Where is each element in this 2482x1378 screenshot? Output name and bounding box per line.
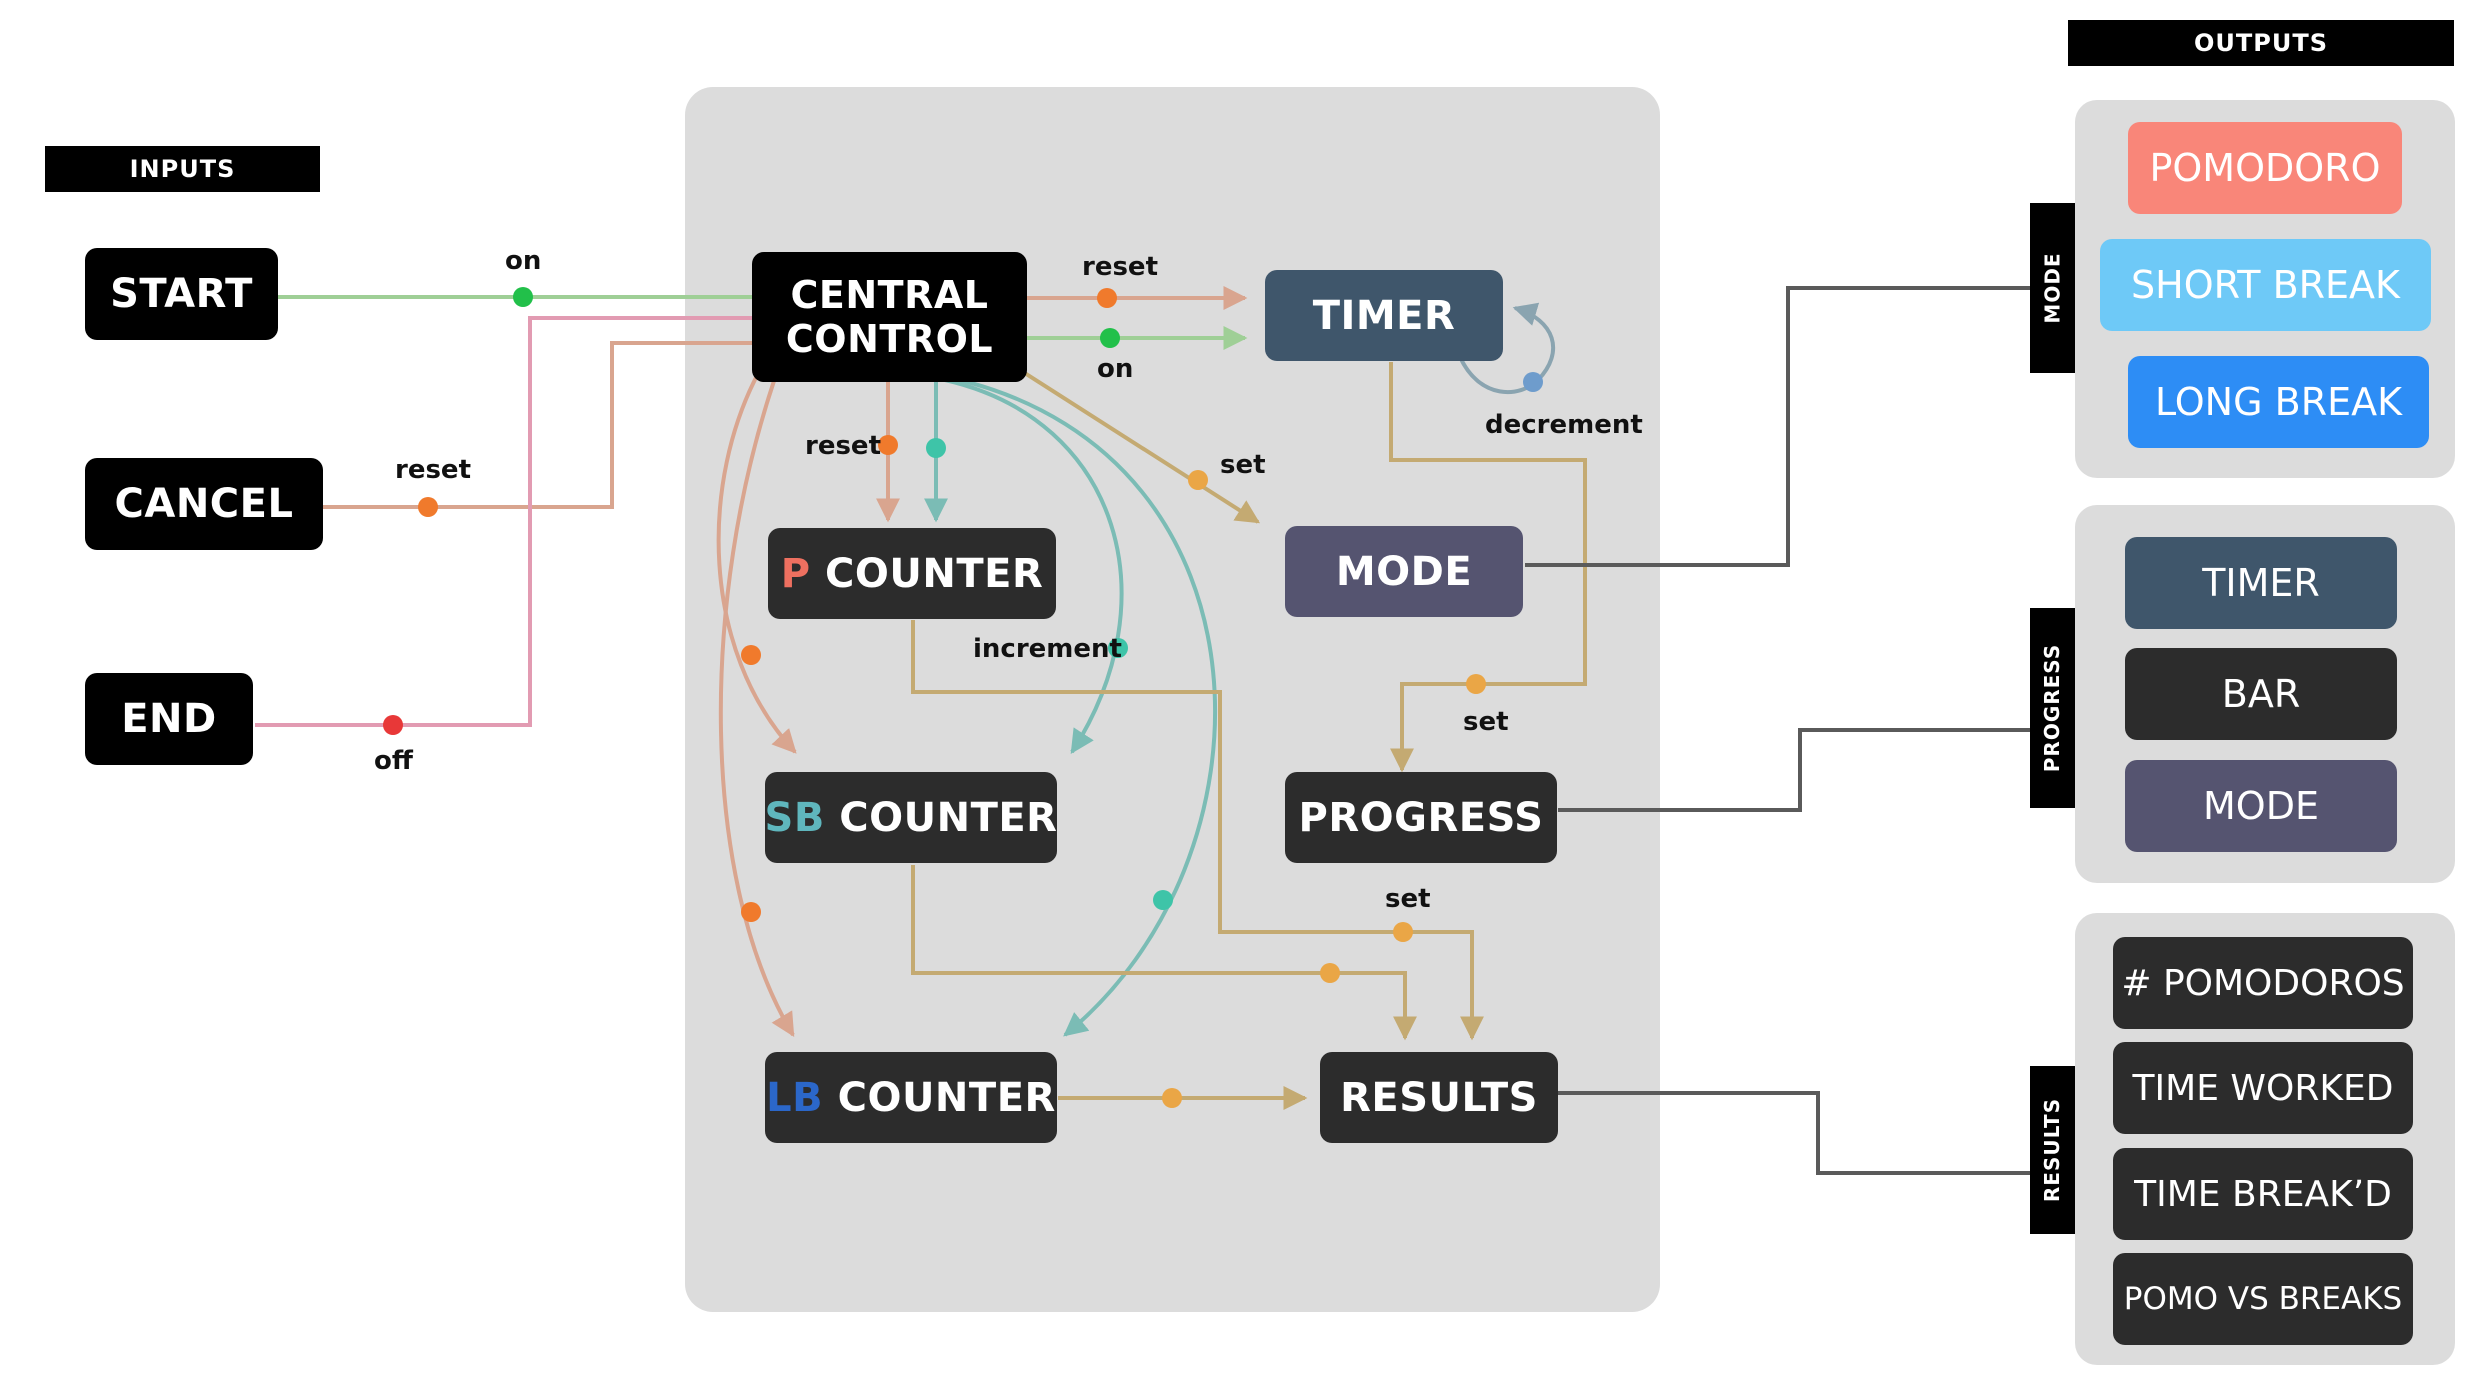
counter-reset-label: reset [805, 431, 881, 461]
progress-output-tab: PROGRESS [2030, 608, 2075, 808]
mode-output-edge [1525, 286, 2030, 567]
decrement-dot [1523, 372, 1543, 392]
results-set-dot [1393, 922, 1413, 942]
start-on-label: on [505, 246, 542, 276]
control-panel [685, 87, 1660, 1312]
output-mode[interactable]: MODE [2125, 760, 2397, 852]
output-time-breakd[interactable]: TIME BREAK’D [2113, 1148, 2413, 1240]
sb-reset-dot [741, 645, 761, 665]
central-sbcounter-teal-edge [944, 378, 1124, 755]
mode-tab-label: MODE [2040, 252, 2065, 324]
end-off-dot [383, 715, 403, 735]
start-input[interactable]: START [85, 248, 278, 340]
end-input[interactable]: END [85, 673, 253, 765]
lb-reset-dot [741, 902, 761, 922]
counter-teal-dot [926, 438, 946, 458]
start-on-dot [513, 287, 533, 307]
central-on-dot [1100, 328, 1120, 348]
cancel-reset-label: reset [395, 455, 471, 485]
inputs-header: INPUTS [45, 146, 320, 192]
timer-node[interactable]: TIMER [1265, 270, 1503, 361]
sb-results-dot [1320, 963, 1340, 983]
output-pomo-vs-breaks[interactable]: POMO VS BREAKS [2113, 1253, 2413, 1345]
output-timer[interactable]: TIMER [2125, 537, 2397, 629]
cancel-input[interactable]: CANCEL [85, 458, 323, 550]
cancel-reset-edge [322, 341, 755, 509]
results-tab-label: RESULTS [2040, 1097, 2065, 1203]
sbcounter-results-edge [911, 865, 1417, 1041]
mode-set-label: set [1220, 450, 1266, 480]
sb-counter-prefix: SB [764, 794, 825, 841]
outputs-header: OUTPUTS [2068, 20, 2454, 66]
cancel-reset-dot [418, 497, 438, 517]
end-off-edge [255, 316, 755, 727]
pcounter-results-edge [911, 620, 1484, 1041]
output-pomodoro[interactable]: POMODORO [2128, 122, 2402, 214]
increment-label: increment [973, 634, 1122, 664]
output-time-worked[interactable]: TIME WORKED [2113, 1042, 2413, 1134]
central-lbcounter-reset-edge [718, 377, 795, 1038]
results-output-tab: RESULTS [2030, 1066, 2075, 1234]
mode-set-dot [1188, 470, 1208, 490]
progress-tab-label: PROGRESS [2040, 643, 2065, 773]
lb-teal-dot [1153, 890, 1173, 910]
p-counter-node[interactable]: P COUNTER [768, 528, 1056, 619]
output-short-break[interactable]: SHORT BREAK [2100, 239, 2431, 331]
output-pomodoros-count[interactable]: # POMODOROS [2113, 937, 2413, 1029]
central-reset-dot [1097, 288, 1117, 308]
sb-counter-node[interactable]: SB COUNTER [765, 772, 1057, 863]
central-mode-set-edge [1018, 368, 1261, 524]
lb-counter-label: COUNTER [837, 1074, 1056, 1121]
end-off-label: off [374, 746, 413, 776]
results-node[interactable]: RESULTS [1320, 1052, 1558, 1143]
output-long-break[interactable]: LONG BREAK [2128, 356, 2429, 448]
increment-dot [1108, 638, 1128, 658]
timer-progress-set-edge [1389, 362, 1587, 773]
central-line-1: CENTRAL [790, 273, 989, 317]
output-bar[interactable]: BAR [2125, 648, 2397, 740]
central-line-2: CONTROL [785, 317, 994, 361]
lb-results-dot [1162, 1088, 1182, 1108]
counter-reset-dot [878, 435, 898, 455]
mode-node[interactable]: MODE [1285, 526, 1523, 617]
results-set-label: set [1385, 884, 1431, 914]
progress-set-label: set [1463, 707, 1509, 737]
results-output-edge [1558, 1091, 2030, 1175]
lb-counter-prefix: LB [766, 1074, 824, 1121]
central-on-label: on [1097, 354, 1134, 384]
mode-output-tab: MODE [2030, 203, 2075, 373]
central-lbcounter-teal-edge [959, 378, 1217, 1037]
central-reset-label: reset [1082, 252, 1158, 282]
decrement-label: decrement [1485, 410, 1643, 440]
lb-counter-node[interactable]: LB COUNTER [765, 1052, 1057, 1143]
sb-counter-label: COUNTER [839, 794, 1058, 841]
central-sbcounter-reset-edge [716, 369, 797, 754]
progress-set-dot [1466, 674, 1486, 694]
p-counter-prefix: P [780, 550, 811, 597]
progress-node[interactable]: PROGRESS [1285, 772, 1557, 863]
central-control-node[interactable]: CENTRAL CONTROL [752, 252, 1027, 382]
progress-output-edge [1558, 728, 2030, 812]
p-counter-label: COUNTER [825, 550, 1044, 597]
